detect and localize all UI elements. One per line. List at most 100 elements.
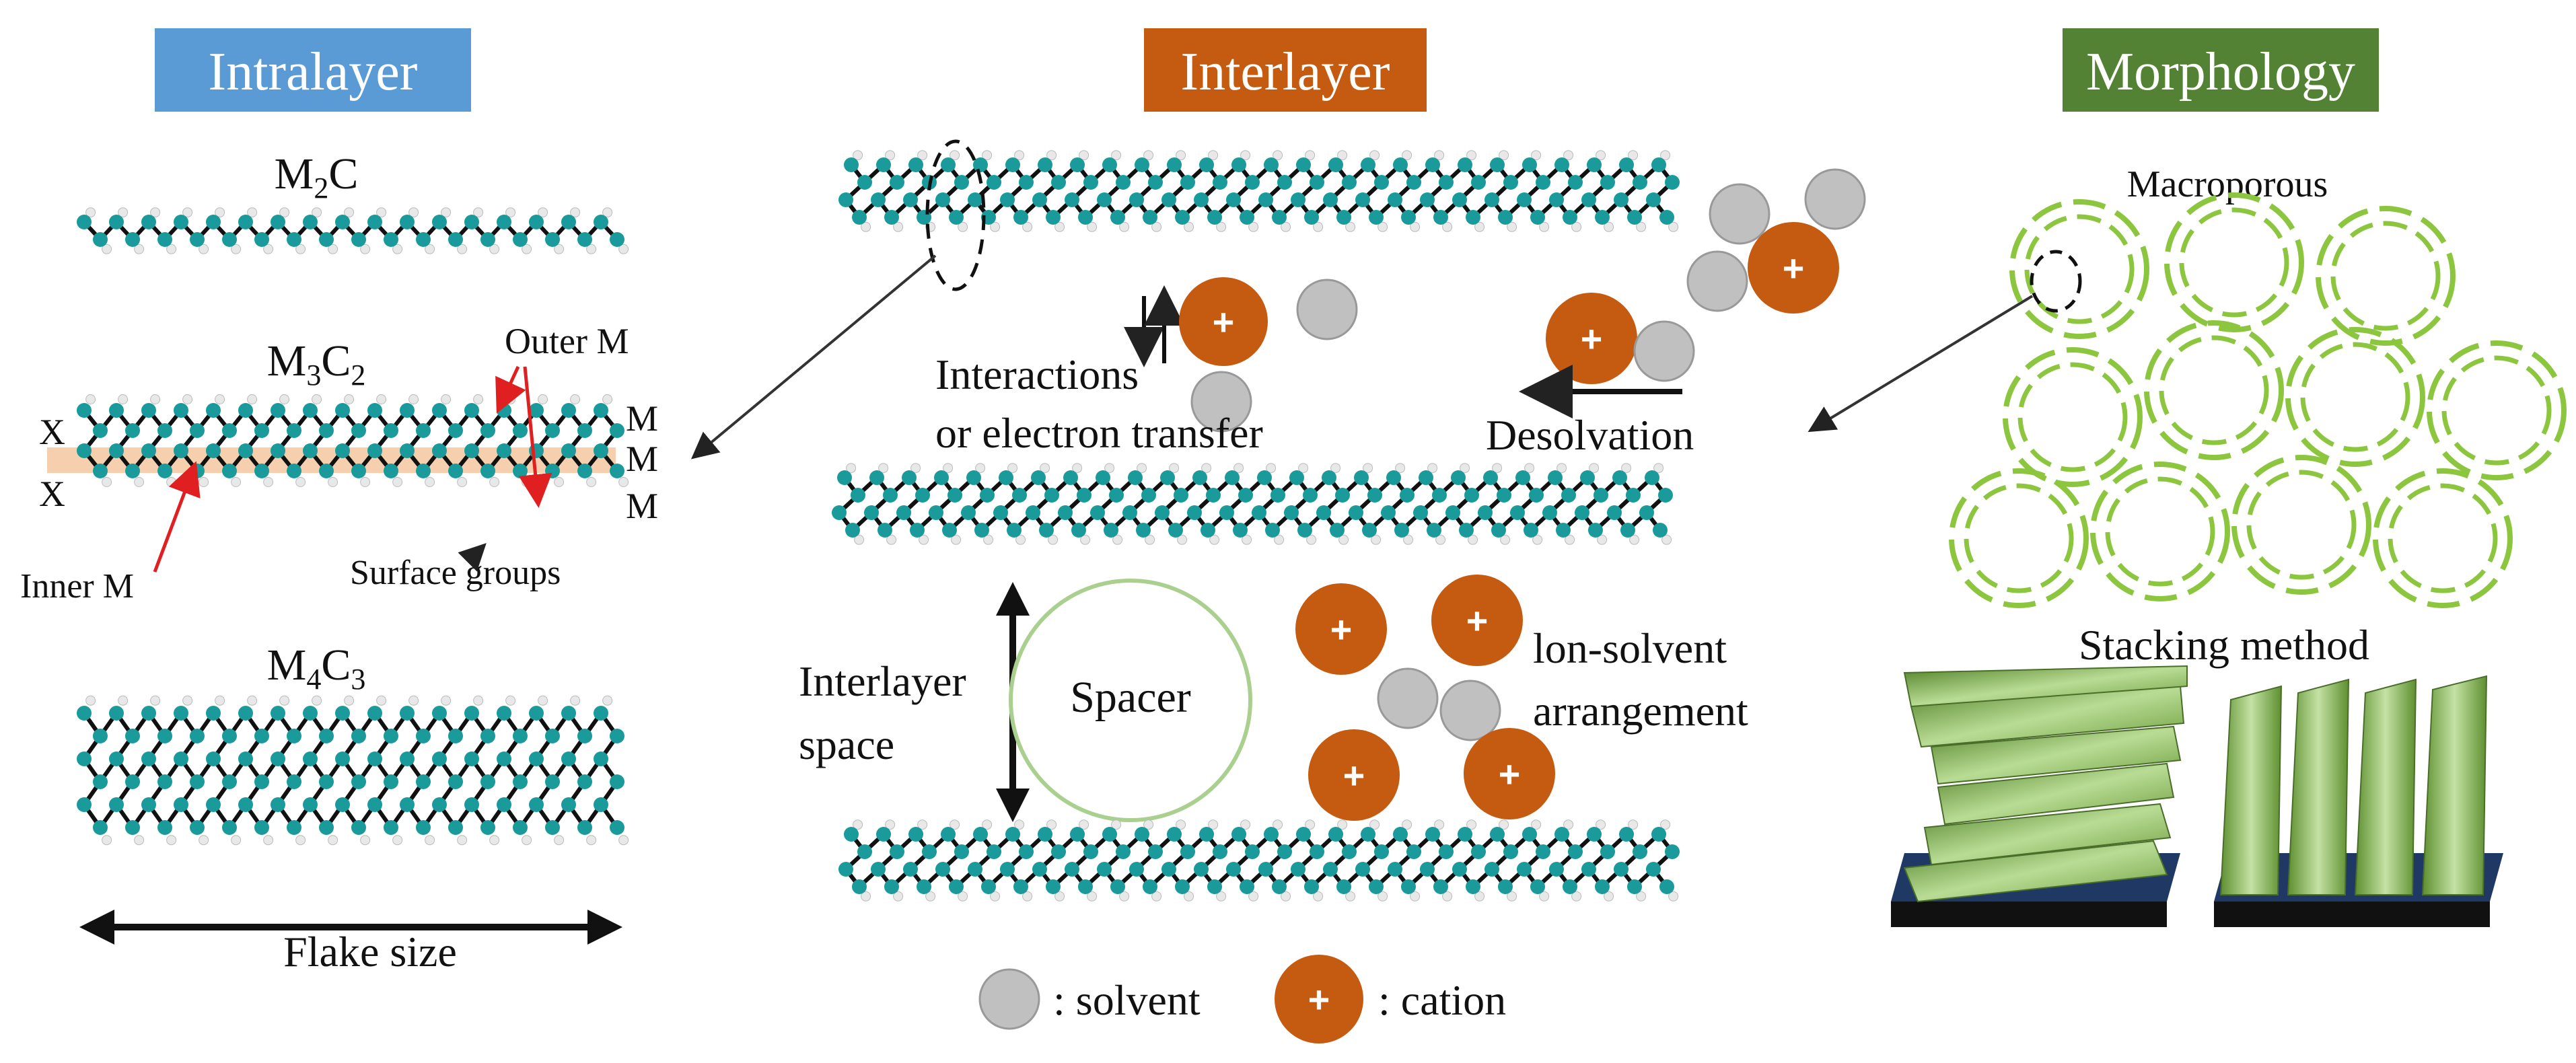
- header-intralayer: Intralayer: [155, 28, 471, 112]
- surface-group-atom: [1240, 819, 1251, 830]
- metal-atom: [993, 505, 1008, 520]
- surface-group-atom: [618, 477, 629, 487]
- metal-atom: [1581, 862, 1596, 877]
- metal-atom: [1491, 523, 1506, 538]
- surface-group-atom: [1466, 819, 1477, 830]
- metal-atom: [384, 774, 398, 789]
- metal-atom: [174, 443, 188, 458]
- metal-atom: [869, 470, 884, 485]
- cation-interaction: +: [1179, 277, 1268, 366]
- metal-atom: [303, 443, 318, 458]
- surface-group-atom: [1410, 221, 1421, 232]
- surface-group-atom: [602, 394, 613, 404]
- metal-atom: [125, 232, 140, 247]
- metal-atom: [871, 862, 886, 877]
- surface-group-atom: [376, 695, 387, 706]
- surface-group-atom: [1604, 221, 1614, 232]
- surface-group-atom: [1306, 534, 1317, 545]
- solvent: [1377, 667, 1439, 729]
- surface-group-atom: [408, 207, 419, 218]
- metal-atom: [1563, 210, 1577, 225]
- surface-group-atom: [1143, 819, 1154, 830]
- metal-atom: [1595, 879, 1610, 894]
- surface-group-atom: [1046, 150, 1057, 161]
- metal-atom: [93, 464, 108, 478]
- metal-atom: [1129, 192, 1144, 207]
- metal-atom: [871, 192, 886, 207]
- surface-group-atom: [1378, 221, 1388, 232]
- metal-atom: [1587, 157, 1602, 172]
- surface-group-atom: [1565, 534, 1575, 545]
- metal-atom: [1032, 192, 1047, 207]
- surface-group-atom: [505, 695, 516, 706]
- metal-atom: [1039, 523, 1054, 538]
- cation-arrangement-3: +: [1308, 729, 1400, 821]
- metal-atom: [367, 797, 382, 812]
- metal-atom: [837, 470, 852, 485]
- metal-atom: [1199, 157, 1214, 172]
- zoom-callout-morphology: [2030, 250, 2082, 313]
- metal-atom: [1659, 210, 1674, 225]
- metal-atom: [319, 774, 334, 789]
- metal-atom: [1328, 157, 1343, 172]
- surface-group-atom: [1402, 150, 1412, 161]
- surface-group-atom: [1434, 819, 1445, 830]
- surface-group-atom: [1345, 221, 1356, 232]
- metal-atom: [1498, 210, 1513, 225]
- surface-group-atom: [360, 835, 371, 846]
- surface-group-atom: [441, 394, 452, 404]
- metal-atom: [1355, 192, 1370, 207]
- metal-atom: [335, 706, 350, 721]
- surface-group-atom: [538, 207, 548, 218]
- surface-group-atom: [951, 534, 962, 545]
- metal-atom: [1517, 862, 1532, 877]
- metal-atom: [222, 464, 237, 478]
- surface-group-atom: [554, 835, 565, 846]
- metal-atom: [949, 210, 964, 225]
- metal-atom: [157, 464, 172, 478]
- metal-atom: [1083, 844, 1098, 859]
- surface-group-atom: [263, 477, 274, 487]
- pore-ring-inner: [2024, 214, 2135, 324]
- surface-group-atom: [1597, 534, 1608, 545]
- metal-atom: [448, 820, 463, 835]
- surface-group-atom: [344, 207, 355, 218]
- metal-atom: [1595, 210, 1610, 225]
- metal-atom: [917, 879, 931, 894]
- surface-group-atom: [150, 394, 161, 404]
- metal-atom: [238, 706, 253, 721]
- metal-atom: [966, 470, 981, 485]
- surface-group-atom: [166, 477, 177, 487]
- outer-m-arrow-1: [495, 365, 526, 414]
- surface-group-atom: [885, 819, 896, 830]
- metal-atom: [1633, 844, 1647, 859]
- metal-atom: [141, 706, 156, 721]
- metal-atom: [1148, 175, 1163, 190]
- metal-atom: [206, 215, 221, 229]
- metal-atom: [432, 443, 447, 458]
- metal-atom: [1226, 192, 1241, 207]
- metal-atom: [934, 470, 949, 485]
- surface-group-atom: [570, 394, 581, 404]
- metal-atom: [1071, 523, 1086, 538]
- surface-group-atom: [1378, 891, 1388, 902]
- spacer-circle: [1009, 579, 1252, 822]
- metal-atom: [1264, 157, 1279, 172]
- surface-group-atom: [1015, 534, 1026, 545]
- metal-atom: [954, 844, 969, 859]
- surface-group-atom: [1177, 534, 1188, 545]
- surface-group-atom: [1022, 221, 1033, 232]
- spacer-label: Spacer: [1070, 673, 1191, 722]
- metal-atom: [968, 862, 982, 877]
- metal-atom: [1549, 862, 1564, 877]
- metal-atom: [1427, 523, 1441, 538]
- surface-group-atom: [1281, 891, 1291, 902]
- metal-atom: [287, 464, 301, 478]
- stack-sheet: [1937, 762, 2175, 826]
- pore-ring-outer: [2090, 462, 2230, 601]
- surface-group-atom: [376, 207, 387, 218]
- metal-atom: [1102, 827, 1117, 842]
- metal-atom: [1044, 488, 1059, 503]
- header-interlayer: Interlayer: [1144, 28, 1427, 112]
